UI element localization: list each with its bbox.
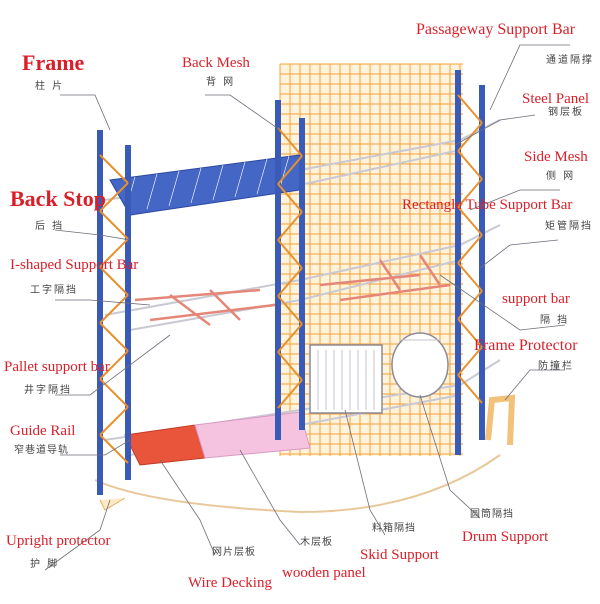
skid-support-cn-label: 料箱隔挡: [372, 523, 416, 534]
frame-brace: [457, 262, 483, 292]
frame-brace: [99, 406, 129, 436]
drum-support-cn-label: 圆筒隔挡: [470, 509, 514, 520]
wire-decking-cn-label: 网片层板: [212, 547, 256, 558]
back-stop-label: Back Stop: [10, 186, 106, 211]
upright-post: [479, 85, 485, 440]
guide-rail-cn-label: 窄巷道导轨: [14, 445, 69, 456]
frame-brace: [457, 94, 483, 124]
wire-decking-label: Wire Decking: [188, 575, 272, 591]
frame-brace: [457, 318, 483, 348]
rect-tube-label: Rectangle Tube Support Bar: [402, 197, 573, 213]
i-shaped-cn-label: 工字隔挡: [30, 285, 78, 296]
frame-protector-shape: [485, 394, 516, 446]
frame-brace: [99, 434, 129, 464]
wooden-panel-cn-label: 木层板: [300, 537, 333, 548]
drum-shape: [391, 332, 449, 398]
frame-brace: [277, 183, 303, 213]
frame-brace: [99, 322, 129, 352]
upright-protector-shape: [99, 497, 126, 511]
frame-label: Frame: [22, 50, 85, 75]
frame-brace: [277, 211, 303, 241]
pallet-support-cn-label: 井字隔挡: [24, 385, 72, 396]
upright-frames: [97, 70, 485, 495]
upright-protector-cn-label: 护 脚: [30, 559, 60, 570]
i-shaped-label: I-shaped Support Bar: [10, 257, 139, 273]
frame-protector-label: Frame Protector: [474, 337, 578, 354]
upright-protector-label: Upright protector: [6, 533, 111, 549]
rect-tube-cn-label: 矩管隔挡: [545, 221, 593, 232]
upright-post: [97, 130, 103, 495]
back-stop-cn-label: 后 挡: [35, 221, 65, 232]
frame-protector-cn-label: 防撞栏: [538, 361, 574, 372]
leader-lines: [44, 44, 570, 571]
floor-outline: [94, 454, 501, 514]
wire-decking-shape: [124, 424, 206, 466]
frame-brace: [99, 210, 129, 240]
frame-brace: [277, 379, 303, 409]
skid-support-label: Skid Support: [360, 547, 439, 563]
support-bar-cn-label: 隔 挡: [540, 315, 570, 326]
frame-brace: [99, 238, 129, 268]
back-mesh-label: Back Mesh: [182, 55, 250, 71]
frame-brace: [277, 239, 303, 269]
side-mesh-cn-label: 侧 网: [546, 171, 576, 182]
frame-brace: [457, 374, 483, 404]
frame-brace: [99, 154, 129, 184]
upright-post: [299, 118, 305, 430]
skid-box: [309, 344, 383, 414]
back-mesh-cn-label: 背 网: [206, 77, 236, 88]
frame-brace: [457, 346, 483, 376]
frame-brace: [99, 350, 129, 380]
frame-brace: [457, 234, 483, 264]
steel-panel-top: [109, 154, 301, 216]
passageway-cn-label: 通道隔撑: [546, 55, 594, 66]
upright-post: [125, 145, 131, 480]
frame-brace: [277, 351, 303, 381]
frame-brace: [277, 127, 303, 157]
support-bar-label: support bar: [502, 291, 570, 307]
drum-support-label: Drum Support: [462, 529, 549, 545]
frame-brace: [277, 267, 303, 297]
steel-panel-label: Steel Panel: [522, 91, 590, 107]
pallet-support-bars: [134, 254, 451, 326]
frame-brace: [457, 150, 483, 180]
passageway-label: Passageway Support Bar: [416, 21, 576, 38]
steel-panel-cn-label: 钢层板: [548, 107, 584, 118]
frame-cn-label: 柱 片: [35, 81, 65, 92]
wooden-panel-shape: [194, 411, 311, 459]
frame-brace: [99, 266, 129, 296]
frame-brace: [277, 155, 303, 185]
frame-brace: [277, 323, 303, 353]
frame-brace: [99, 378, 129, 408]
guide-rail-label: Guide Rail: [10, 423, 76, 439]
wooden-panel-label: wooden panel: [282, 565, 366, 581]
frame-brace: [457, 206, 483, 236]
frame-brace: [99, 182, 129, 212]
frame-brace: [277, 295, 303, 325]
pallet-support-label: Pallet support bar: [4, 359, 110, 375]
frame-brace: [457, 290, 483, 320]
frame-brace: [457, 178, 483, 208]
side-mesh-label: Side Mesh: [524, 149, 588, 165]
frame-brace: [99, 294, 129, 324]
upright-post: [275, 100, 281, 440]
